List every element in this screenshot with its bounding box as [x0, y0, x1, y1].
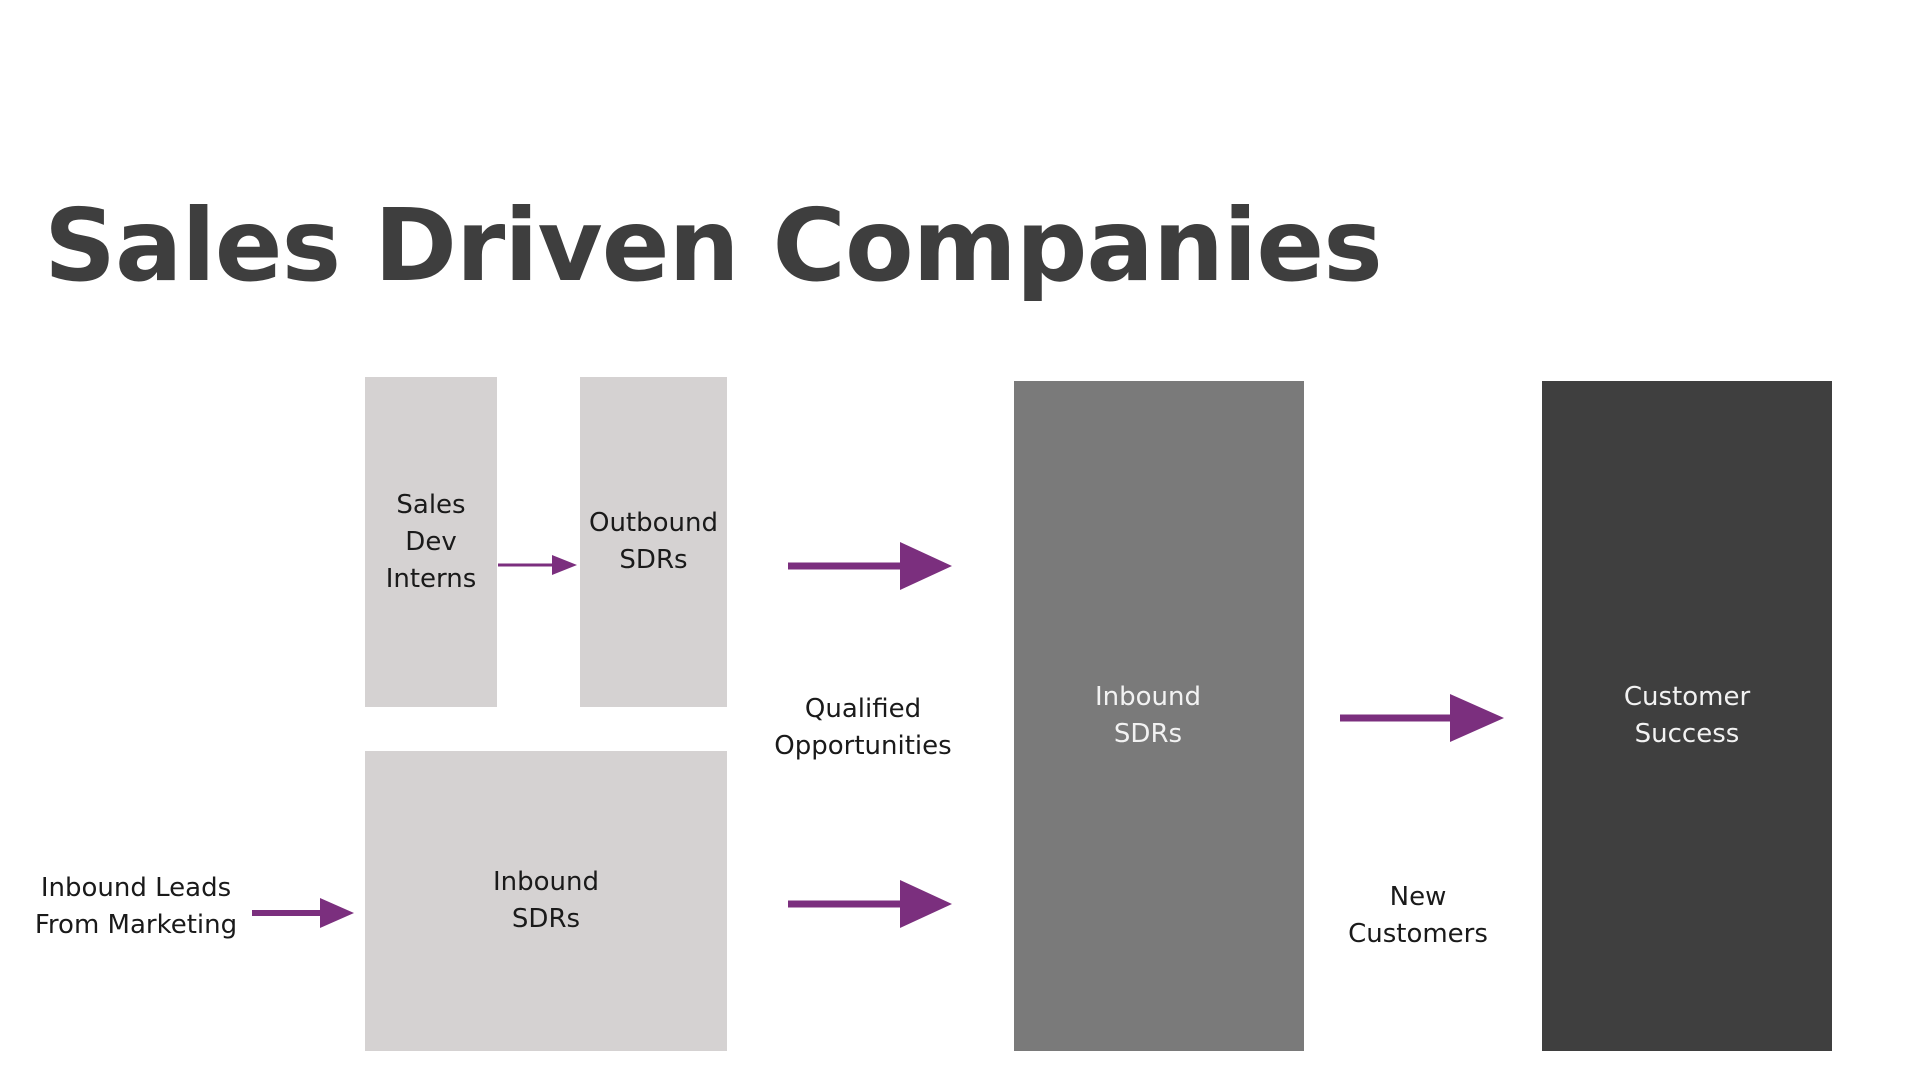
inbound-large-line-1: Inbound: [1094, 682, 1202, 712]
inbound-leads-line-2: From Marketing: [34, 910, 238, 940]
interns-line-1: Sales: [396, 489, 466, 520]
arrow-inbound-to-customer-success: [1340, 694, 1504, 742]
inbound-leads-label: Inbound Leads From Marketing: [20, 870, 252, 944]
interns-line-3: Interns: [385, 563, 477, 594]
new-customers-line-1: New: [1389, 882, 1447, 912]
page-title: Sales Driven Companies: [44, 187, 1383, 304]
inbound-small-line-1: Inbound: [492, 867, 600, 897]
inbound-large-line-2: SDRs: [1113, 719, 1183, 749]
inbound-sdrs-small-box: Inbound SDRs: [365, 751, 727, 1051]
qualified-line-1: Qualified: [804, 694, 922, 724]
inbound-leads-line-1: Inbound Leads: [40, 873, 232, 903]
new-customers-line-2: Customers: [1348, 919, 1488, 949]
arrow-leads-to-inbound: [252, 898, 354, 928]
interns-line-2: Dev: [405, 526, 457, 557]
outbound-line-2: SDRs: [619, 545, 688, 575]
sales-dev-interns-box: Sales Dev Interns: [365, 377, 497, 707]
arrow-inbound-to-qualified: [788, 880, 952, 928]
customer-success-line-1: Customer: [1623, 682, 1751, 712]
qualified-opportunities-label: Qualified Opportunities: [752, 691, 974, 765]
qualified-line-2: Opportunities: [774, 731, 952, 761]
outbound-line-1: Outbound: [588, 508, 718, 538]
outbound-sdrs-box: Outbound SDRs: [580, 377, 727, 707]
customer-success-line-2: Success: [1634, 719, 1740, 749]
inbound-sdrs-large-box: Inbound SDRs: [1014, 381, 1304, 1051]
customer-success-box: Customer Success: [1542, 381, 1832, 1051]
new-customers-label: New Customers: [1330, 879, 1506, 953]
inbound-small-line-2: SDRs: [511, 904, 581, 934]
arrow-outbound-to-qualified: [788, 542, 952, 590]
arrow-interns-to-outbound: [498, 555, 577, 575]
